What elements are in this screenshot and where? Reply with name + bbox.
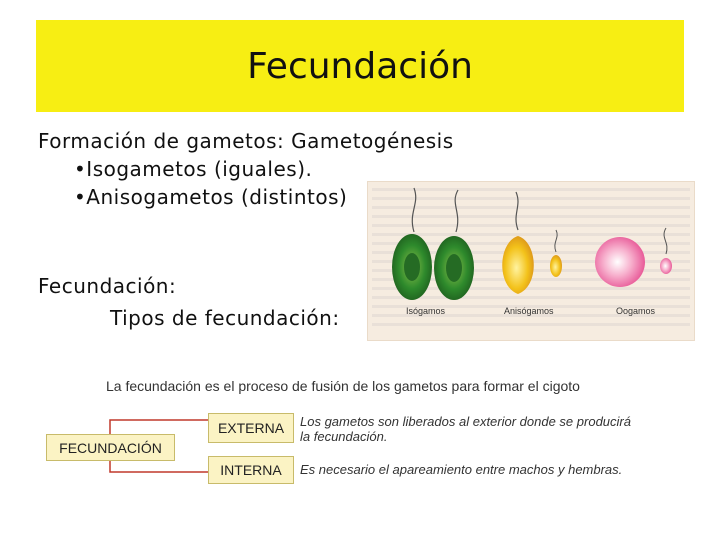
branch-box-interna: INTERNA xyxy=(208,456,294,484)
branch-desc-externa: Los gametos son liberados al exterior do… xyxy=(300,414,631,444)
caption-isogamos: Isógamos xyxy=(406,306,446,316)
branch-label-interna: INTERNA xyxy=(220,462,282,478)
fecundacion-types: Tipos de fecundación: xyxy=(110,306,340,330)
branch-label-externa: EXTERNA xyxy=(217,420,285,436)
caption-oogamos: Oogamos xyxy=(616,306,656,316)
anisogamete-large xyxy=(502,191,534,294)
bullet-anisogametos: •Anisogametos (distintos) xyxy=(74,185,348,209)
anisogamete-small xyxy=(550,229,562,277)
ovum xyxy=(595,237,645,287)
root-label: FECUNDACIÓN xyxy=(59,439,162,456)
gametes-figure: Isógamos Anisógamos Oogamos xyxy=(367,181,695,341)
isogamete-1 xyxy=(392,187,432,300)
fecundacion-section: Fecundación: Tipos de fecundación: xyxy=(38,270,340,334)
gametogenesis-heading: Formación de gametos: Gametogénesis xyxy=(38,129,454,153)
gametes-illustration xyxy=(392,187,672,300)
fecundacion-heading: Fecundación: xyxy=(38,274,177,298)
caption-anisogamos: Anisógamos xyxy=(504,306,554,316)
slide-title: Fecundación xyxy=(247,45,473,87)
isogamete-2 xyxy=(434,189,474,300)
branch-desc-interna: Es necesario el apareamiento entre macho… xyxy=(300,462,623,477)
branch-box-externa: EXTERNA xyxy=(208,413,294,443)
fecundacion-definition: La fecundación es el proceso de fusión d… xyxy=(106,378,580,394)
spermatozoon xyxy=(660,227,672,274)
title-bar: Fecundación xyxy=(36,20,684,112)
gametogenesis-list: Formación de gametos: Gametogénesis •Iso… xyxy=(38,127,454,211)
bullet-isogametos: •Isogametos (iguales). xyxy=(74,157,313,181)
root-box-fecundacion: FECUNDACIÓN xyxy=(46,434,175,461)
